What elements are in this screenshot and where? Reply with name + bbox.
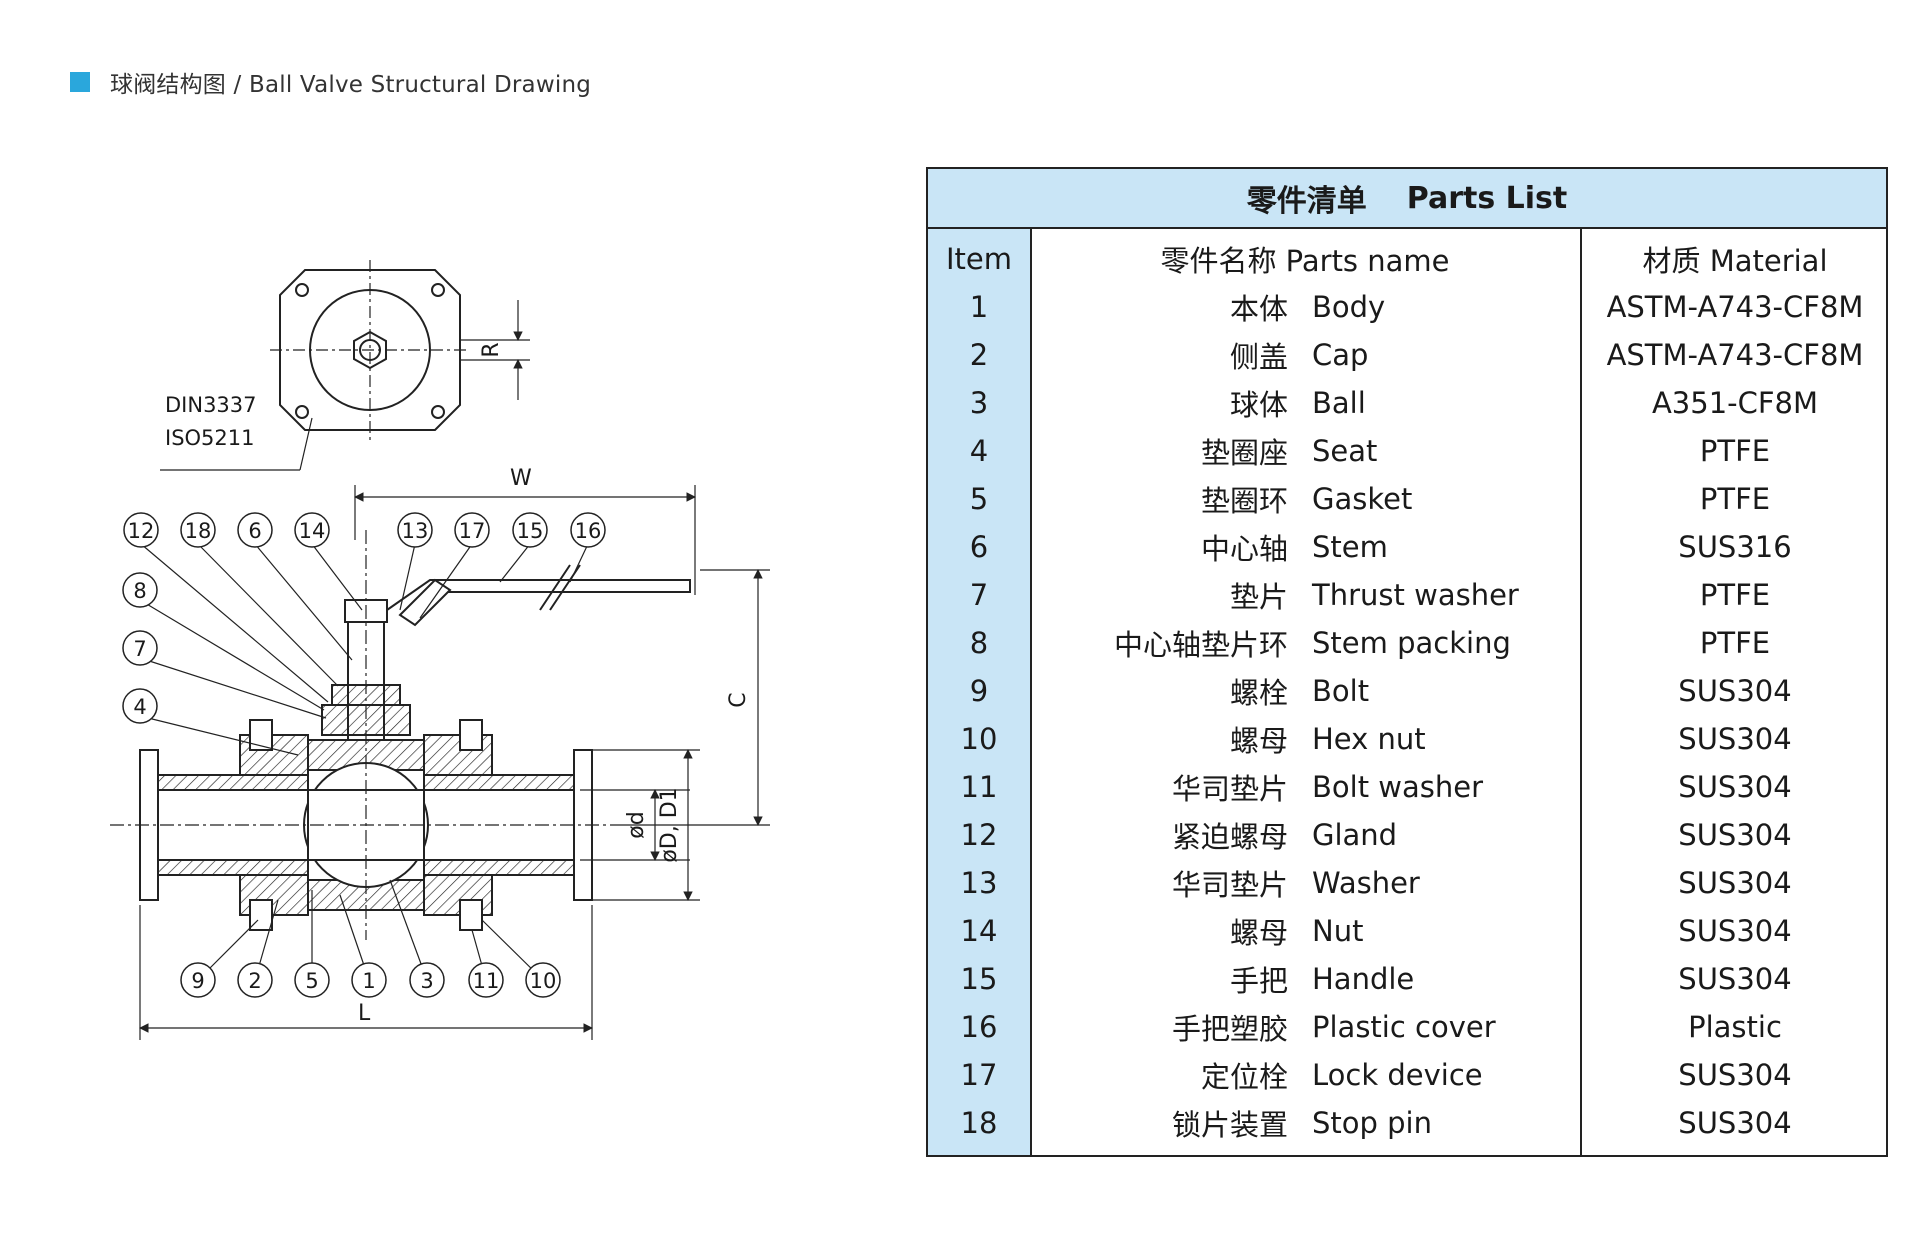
callout-1: 1: [351, 962, 387, 998]
header-material: 材质 Material: [1642, 244, 1828, 278]
callout-5: 5: [294, 962, 330, 998]
callout-9: 9: [180, 962, 216, 998]
callouts-bottom: 9 2 5 1 3 11 10: [180, 962, 561, 998]
svg-text:8: 8: [133, 579, 146, 603]
callout-leaders: [139, 543, 589, 981]
dim-c-d: [580, 569, 770, 901]
callout-8: 8: [122, 572, 158, 608]
svg-text:4: 4: [133, 695, 146, 719]
svg-text:6: 6: [248, 519, 261, 543]
callout-10: 10: [525, 962, 561, 998]
dim-l-label: L: [358, 1001, 371, 1026]
svg-text:17: 17: [459, 519, 486, 543]
dim-D-label: øD, D1: [657, 787, 682, 862]
callout-16: 16: [570, 512, 606, 548]
callout-14: 14: [294, 512, 330, 548]
svg-text:12: 12: [128, 519, 155, 543]
callouts-top: 12 18 6 14 13 17 15 16: [123, 512, 606, 548]
dim-w: [354, 485, 696, 595]
svg-text:9: 9: [191, 969, 204, 993]
svg-text:1: 1: [362, 969, 375, 993]
svg-text:14: 14: [299, 519, 326, 543]
callout-18: 18: [180, 512, 216, 548]
svg-text:16: 16: [575, 519, 602, 543]
standard-din-label: DIN3337: [165, 393, 257, 417]
accent-square-icon: [70, 72, 90, 92]
valve-body-section: [110, 530, 691, 940]
svg-text:3: 3: [420, 969, 433, 993]
callout-2: 2: [237, 962, 273, 998]
svg-text:5: 5: [305, 969, 318, 993]
callout-3: 3: [409, 962, 445, 998]
callout-6: 6: [237, 512, 273, 548]
dim-w-label: W: [510, 466, 532, 491]
column-divider: [1580, 229, 1582, 1155]
top-flange-view: [160, 260, 530, 471]
dim-l: [139, 905, 593, 1040]
valve-structural-svg: R DIN3337 ISO5211 W: [110, 260, 770, 1040]
standard-iso-label: ISO5211: [165, 426, 255, 450]
table-title: 零件清单 Parts List: [928, 169, 1886, 229]
callout-11: 11: [468, 962, 504, 998]
dim-c-label: C: [726, 692, 751, 707]
svg-text:10: 10: [530, 969, 557, 993]
parts-list-table: 零件清单 Parts List Item 零件名称 Parts name 材质 …: [926, 167, 1888, 1157]
header-item: Item: [945, 242, 1012, 276]
dim-d-label: ød: [624, 811, 649, 838]
svg-text:15: 15: [517, 519, 544, 543]
callouts-left: 8 7 4: [122, 572, 158, 724]
page-title: 球阀结构图 / Ball Valve Structural Drawing: [110, 72, 592, 98]
dim-r-label: R: [479, 342, 504, 357]
table-header-row: Item 零件名称 Parts name 材质 Material: [928, 235, 1886, 283]
callout-15: 15: [512, 512, 548, 548]
callout-4: 4: [122, 688, 158, 724]
table-title-cn: 零件清单: [1246, 184, 1367, 219]
svg-text:13: 13: [402, 519, 429, 543]
ball-valve-drawing: R DIN3337 ISO5211 W: [100, 240, 800, 1080]
header-parts-name: 零件名称 Parts name: [1160, 244, 1450, 278]
svg-text:18: 18: [185, 519, 212, 543]
callout-13: 13: [397, 512, 433, 548]
svg-text:7: 7: [133, 637, 146, 661]
page-header: 球阀结构图 / Ball Valve Structural Drawing: [70, 62, 591, 102]
callout-17: 17: [454, 512, 490, 548]
callout-12: 12: [123, 512, 159, 548]
callout-7: 7: [122, 630, 158, 666]
svg-text:2: 2: [248, 969, 261, 993]
svg-text:11: 11: [473, 969, 500, 993]
table-title-en: Parts List: [1406, 180, 1568, 216]
item-column-bg: [928, 229, 1032, 1155]
